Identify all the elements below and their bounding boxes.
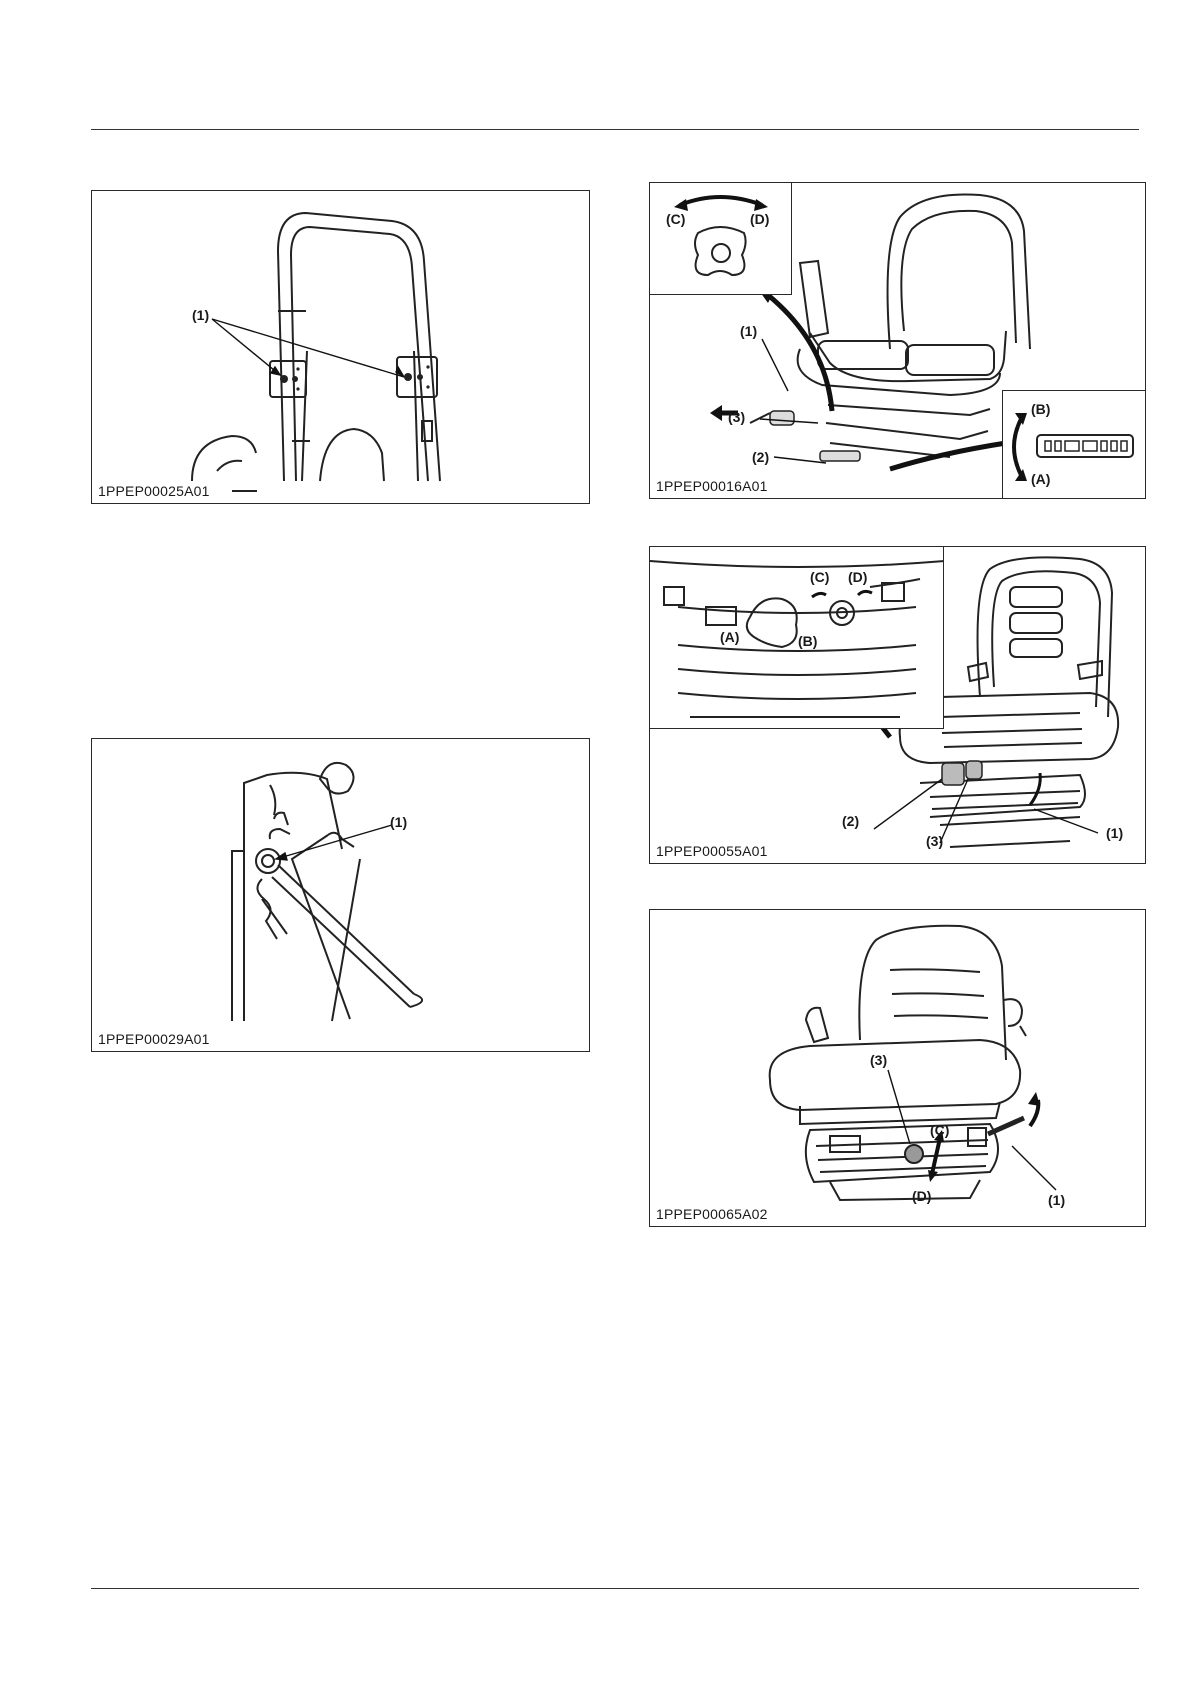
header-rule [91,129,1139,130]
label-D: (D) [750,211,769,227]
figure-seat-adjust-c: (3) (C) (D) (1) 1PPEP00065A02 [649,909,1146,1227]
label-A: (A) [1031,471,1050,487]
label-C: (C) [930,1122,949,1138]
callout-3: (3) [926,833,943,849]
footer-rule [91,1588,1139,1589]
rops-pin-drawing [92,739,590,1052]
figure-code: 1PPEP00055A01 [656,843,768,859]
figure-code: 1PPEP00029A01 [98,1031,210,1047]
figure-code: 1PPEP00025A01 [98,483,210,499]
inset-knob: (C) (D) [649,182,792,295]
callout-2: (2) [752,449,769,465]
figure-rops-hinge: (1) 1PPEP00025A01 [91,190,590,504]
callout-1: (1) [1106,825,1123,841]
knobs-drawing [650,547,944,729]
callout-1: (1) [1048,1192,1065,1208]
figure-seat-adjust-a: (C) (D) (B) (A) (1) (3) (2) 1PPEP00016A0… [649,182,1146,499]
lever-drawing [1003,391,1146,499]
callout-1: (1) [390,814,407,830]
callout-1: (1) [740,323,757,339]
label-C: (C) [666,211,685,227]
figure-code: 1PPEP00016A01 [656,478,768,494]
figure-rops-pin: (1) 1PPEP00029A01 [91,738,590,1052]
callout-2: (2) [842,813,859,829]
label-A: (A) [720,629,739,645]
rops-frame-drawing [92,191,590,504]
callout-1: (1) [192,307,209,323]
callout-3: (3) [870,1052,887,1068]
figure-code: 1PPEP00065A02 [656,1206,768,1222]
callout-3: (3) [728,409,745,425]
inset-lever: (B) (A) [1002,390,1146,499]
label-B: (B) [798,633,817,649]
seat-drawing-c [650,910,1146,1227]
inset-knobs: (C) (D) (A) (B) [649,546,944,729]
label-D: (D) [848,569,867,585]
label-D: (D) [912,1188,931,1204]
label-C: (C) [810,569,829,585]
label-B: (B) [1031,401,1050,417]
figure-seat-adjust-b: (C) (D) (A) (B) (2) (3) (1) 1PPEP00055A0… [649,546,1146,864]
knob-drawing [650,183,792,295]
